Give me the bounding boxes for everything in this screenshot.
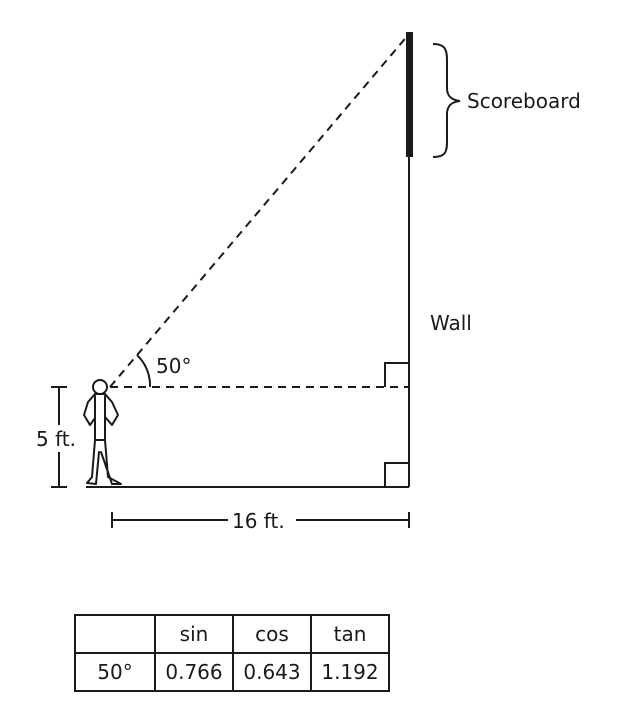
scoreboard-label: Scoreboard: [467, 89, 581, 113]
table-header-cell: sin: [154, 614, 234, 654]
right-angle-marker-lower: [384, 462, 409, 487]
wall-label: Wall: [430, 311, 472, 335]
table-cell: 1.192: [310, 652, 390, 692]
scoreboard-brace: [432, 43, 461, 158]
table-cell: 0.766: [154, 652, 234, 692]
right-angle-marker-upper: [384, 362, 409, 387]
scoreboard-bar: [406, 32, 413, 157]
table-header-row: sin cos tan: [74, 614, 390, 654]
angle-label: 50°: [156, 354, 191, 378]
distance-label: 16 ft.: [232, 509, 285, 533]
table-header-cell: [74, 614, 156, 654]
table-row: 50° 0.766 0.643 1.192: [74, 652, 390, 692]
table-header-cell: cos: [232, 614, 312, 654]
table-cell: 0.643: [232, 652, 312, 692]
trig-values-table: sin cos tan 50° 0.766 0.643 1.192: [74, 614, 390, 692]
line-of-sight: [109, 33, 410, 388]
person-icon: [83, 379, 122, 485]
table-cell: 50°: [74, 652, 156, 692]
height-label: 5 ft.: [36, 427, 76, 451]
angle-arc: [136, 354, 152, 388]
table-header-cell: tan: [310, 614, 390, 654]
